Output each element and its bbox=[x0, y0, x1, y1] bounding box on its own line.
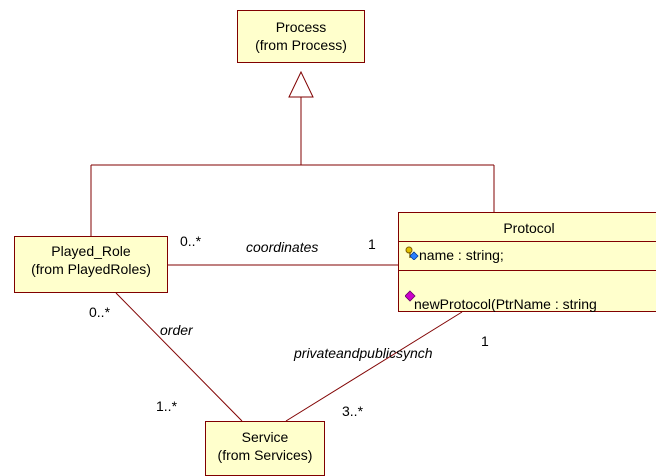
mult-order-service: 1..* bbox=[156, 398, 178, 414]
class-service[interactable]: Service (from Services) bbox=[205, 421, 325, 476]
mult-order-role: 0..* bbox=[89, 304, 111, 320]
class-played-role-from: (from PlayedRoles) bbox=[31, 261, 151, 277]
assoc-privateandpublicsynch-label: privateandpublicsynch bbox=[294, 345, 433, 361]
mult-coordinates-role: 0..* bbox=[180, 233, 202, 249]
generalization-arrowhead bbox=[288, 70, 314, 98]
key-attribute-icon bbox=[405, 246, 419, 260]
class-process-name: Process bbox=[275, 19, 327, 35]
protocol-operation: newProtocol(PtrName : string bbox=[414, 296, 597, 312]
protocol-name-separator bbox=[399, 241, 656, 242]
mult-coordinates-protocol: 1 bbox=[368, 236, 376, 252]
class-protocol[interactable]: Protocol name : string; newProtocol(PtrN… bbox=[398, 212, 656, 312]
class-process[interactable]: Process (from Process) bbox=[237, 10, 365, 63]
class-played-role[interactable]: Played_Role (from PlayedRoles) bbox=[14, 236, 168, 293]
association-order bbox=[115, 292, 243, 422]
public-operation-icon bbox=[405, 290, 416, 302]
assoc-order-label: order bbox=[160, 322, 193, 338]
protocol-attribute: name : string; bbox=[419, 247, 504, 263]
class-service-name: Service bbox=[241, 429, 289, 445]
class-process-from: (from Process) bbox=[255, 37, 347, 53]
class-played-role-name: Played_Role bbox=[51, 243, 131, 259]
mult-synch-service: 3..* bbox=[342, 403, 364, 419]
mult-synch-protocol: 1 bbox=[481, 333, 489, 349]
assoc-coordinates-label: coordinates bbox=[246, 239, 319, 255]
class-protocol-name: Protocol bbox=[503, 220, 555, 236]
protocol-attribute-separator bbox=[399, 270, 656, 271]
class-service-from: (from Services) bbox=[217, 447, 313, 463]
association-privateandpublicsynch bbox=[285, 311, 463, 422]
